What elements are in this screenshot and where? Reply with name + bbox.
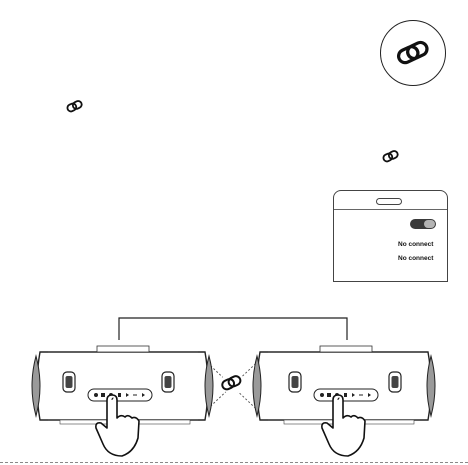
inline-link-icon-2 [380, 148, 402, 164]
speaker-left [32, 346, 213, 424]
footer-rule [0, 462, 468, 463]
phone-screen: No connect No connect [333, 190, 448, 282]
phone-notch [376, 198, 402, 205]
phone-divider [334, 209, 447, 210]
inline-link-icon [64, 98, 86, 114]
link-toggle[interactable] [410, 219, 436, 229]
link-icon [380, 20, 446, 86]
toggle-knob [424, 220, 435, 228]
status-line-1: No connect [398, 241, 433, 248]
connection-bracket [119, 318, 347, 340]
between-speakers-link-icon [221, 372, 243, 394]
status-line-2: No connect [398, 255, 433, 262]
link-mode-button[interactable] [380, 20, 446, 86]
speaker-diagram [0, 300, 468, 465]
speaker-right [253, 346, 435, 424]
